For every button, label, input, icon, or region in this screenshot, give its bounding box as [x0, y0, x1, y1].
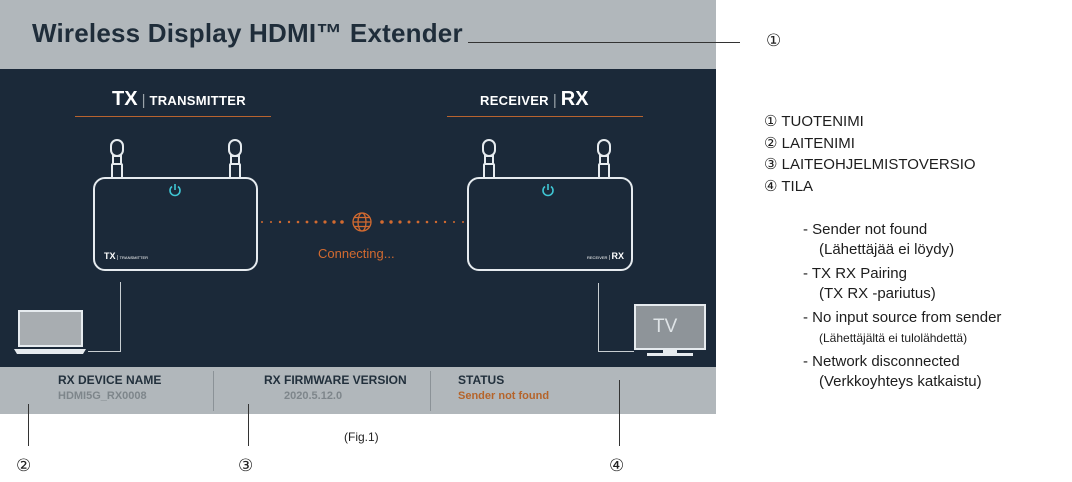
status-english: - No input source from sender: [803, 309, 1002, 326]
legend-text: LAITEOHJELMISTOVERSIO: [781, 156, 976, 173]
status-list: - Sender not found (Lähettäjää ei löydy)…: [803, 220, 1001, 396]
legend-text: LAITENIMI: [781, 134, 855, 152]
callout-line-4: [619, 380, 620, 446]
legend-num: ①: [764, 113, 778, 130]
rx-heading-underline: [447, 116, 643, 117]
tx-device-label-name: TRANSMITTER: [119, 255, 149, 260]
rx-heading-abbr: RX: [560, 88, 589, 110]
firmware-version-value: 2020.5.12.0: [284, 390, 343, 402]
rx-antennas-icon: [482, 139, 611, 179]
status-english: - TX RX Pairing: [803, 265, 907, 282]
status-value: Sender not found: [458, 390, 550, 402]
figure-caption: (Fig.1): [344, 430, 379, 444]
status-item: - No input source from sender (Lähettäjä…: [803, 308, 1001, 348]
tx-heading-abbr: TX: [112, 88, 138, 110]
callout-4: ④: [609, 456, 625, 476]
device-name-value: HDMI5G_RX0008: [58, 390, 147, 402]
rx-device-label-name: RECEIVER: [587, 255, 608, 260]
tx-antennas-icon: [110, 139, 242, 179]
legend-text: TILA: [781, 177, 814, 195]
rx-device: [467, 177, 633, 271]
rx-heading-separator: |: [552, 92, 557, 109]
legend-num: ②: [764, 134, 778, 152]
rx-device-label: RECEIVER | RX: [587, 251, 625, 261]
legend-item: ④ TILA: [764, 177, 976, 199]
legend-num: ④: [764, 177, 778, 195]
status-finnish: (Verkkoyhteys katkaistu): [819, 373, 982, 390]
status-item: - Network disconnected (Verkkoyhteys kat…: [803, 352, 1001, 392]
rx-cable-line: [598, 283, 599, 352]
legend-item: ③ LAITEOHJELMISTOVERSIO: [764, 155, 976, 177]
tx-heading-name: TRANSMITTER: [149, 93, 246, 108]
callout-3: ③: [238, 456, 254, 476]
rx-device-label-abbr: RX: [611, 251, 625, 261]
status-finnish: (Lähettäjältä ei tulolähdettä): [819, 331, 968, 345]
connection-link-icon: [261, 212, 464, 232]
tv-icon: [634, 304, 706, 356]
status-item: - TX RX Pairing (TX RX -pariutus): [803, 264, 1001, 304]
connecting-status: Connecting...: [318, 246, 395, 261]
device-name-label: RX DEVICE NAME: [58, 373, 162, 387]
footer-divider: [213, 371, 214, 411]
header-bar: [0, 0, 716, 69]
rx-heading: RECEIVER|RX: [480, 88, 589, 111]
status-finnish: (TX RX -pariutus): [819, 285, 936, 302]
info-footer: [0, 367, 716, 414]
status-english: - Sender not found: [803, 221, 928, 238]
legend-item: ① TUOTENIMI: [764, 112, 976, 134]
legend-text: TUOTENIMI: [781, 113, 864, 130]
laptop-icon: [14, 310, 86, 354]
footer-divider: [430, 371, 431, 411]
status-finnish: (Lähettäjää ei löydy): [819, 241, 955, 258]
tv-label: TV: [653, 316, 678, 337]
tx-power-icon: [169, 184, 181, 197]
status-label: STATUS: [458, 373, 505, 387]
callout-2: ②: [16, 456, 32, 476]
status-english: - Network disconnected: [803, 353, 960, 370]
tx-heading-underline: [75, 116, 271, 117]
product-title: Wireless Display HDMI™ Extender: [32, 18, 463, 48]
legend-num: ③: [764, 156, 778, 173]
callout-line-2: [28, 404, 29, 446]
rx-cable-line-horizontal: [598, 351, 634, 352]
tx-device-label: TX | TRANSMITTER: [104, 251, 149, 261]
tx-device-label-abbr: TX: [104, 251, 116, 261]
callout-1: ①: [766, 31, 782, 51]
rx-heading-name: RECEIVER: [480, 93, 549, 108]
tx-cable-line-horizontal: [88, 351, 121, 352]
legend-list: ① TUOTENIMI ② LAITENIMI ③ LAITEOHJELMIST…: [764, 112, 976, 198]
firmware-version-label: RX FIRMWARE VERSION: [264, 373, 407, 387]
tx-heading-separator: |: [141, 92, 146, 109]
status-item: - Sender not found (Lähettäjää ei löydy): [803, 220, 1001, 260]
tx-heading: TX|TRANSMITTER: [112, 88, 246, 111]
tx-device: [93, 177, 258, 271]
legend-item: ② LAITENIMI: [764, 134, 976, 156]
callout-line-3: [248, 404, 249, 446]
callout-line-1: [468, 42, 740, 43]
rx-power-icon: [542, 184, 554, 197]
tx-cable-line: [120, 282, 121, 352]
